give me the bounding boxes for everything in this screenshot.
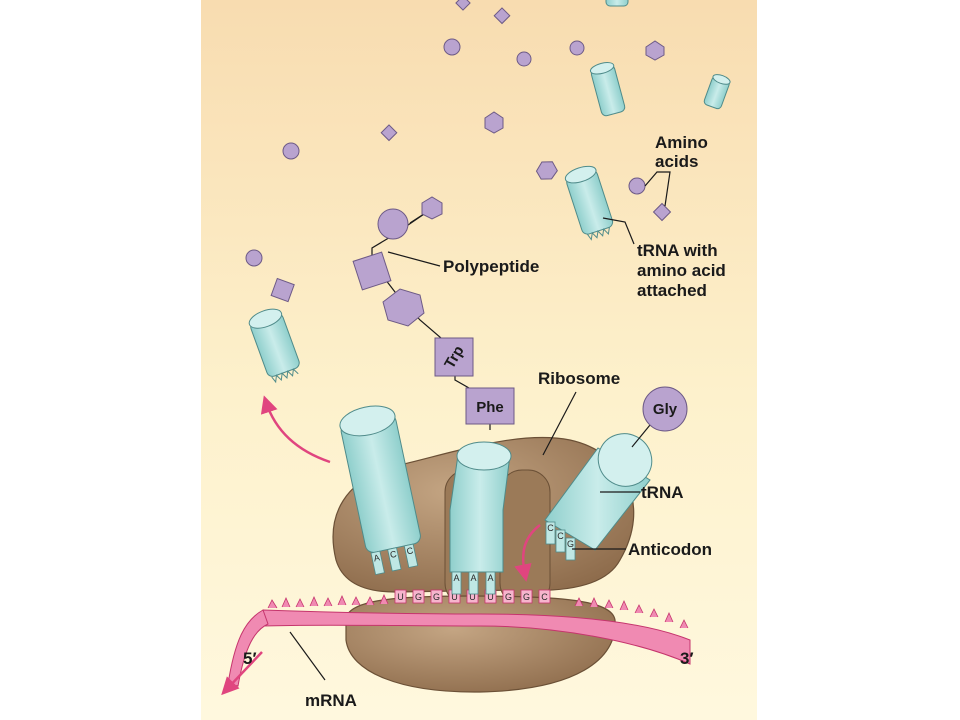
free-amino-acids xyxy=(245,0,672,267)
ribosome-label: Ribosome xyxy=(538,369,620,388)
anticodon-base xyxy=(403,543,419,568)
incoming-trna: CCG Gly xyxy=(544,386,688,561)
amino-acid-hexagon xyxy=(535,161,558,180)
three-prime-label: 3′ xyxy=(680,649,694,668)
trna-top-edge xyxy=(605,0,629,7)
anticodon-base-letter: G xyxy=(567,539,574,549)
amino-acids-label-line1: Amino xyxy=(655,133,708,152)
codon-base-letter: U xyxy=(487,592,494,602)
anticodon-base xyxy=(370,550,385,576)
amino-acid-hexagon xyxy=(645,40,665,61)
anticodon-base xyxy=(545,521,556,545)
release-arrow xyxy=(260,395,331,464)
anticodon-base-letter: A xyxy=(487,573,493,583)
codon-base-letter: U xyxy=(397,592,404,602)
amino-acid-circle xyxy=(443,38,461,56)
trna-label: tRNA xyxy=(641,483,684,502)
polypeptide-chain: Trp Phe xyxy=(352,196,515,430)
gly-label: Gly xyxy=(653,401,678,418)
codon-base-letter: G xyxy=(523,592,530,602)
five-prime-label: 5′ xyxy=(243,649,257,668)
amino-acid-circle xyxy=(377,208,409,240)
anticodon-base xyxy=(387,547,402,572)
codon-base-letter: G xyxy=(415,592,422,602)
trna-with-pointer xyxy=(602,217,635,245)
amino-acid-square xyxy=(270,277,295,303)
polypeptide-pointer xyxy=(387,251,441,267)
trna-with-label-line3: attached xyxy=(637,281,707,300)
amino-acid-gly xyxy=(642,386,688,432)
anticodon-base-letter: C xyxy=(389,549,398,560)
trna-far-right xyxy=(703,74,731,110)
amino-acid-square xyxy=(493,7,511,25)
polypeptide-label: Polypeptide xyxy=(443,257,539,276)
ribosome-pointer xyxy=(542,391,577,456)
exiting-trna xyxy=(248,277,300,384)
codon-base xyxy=(430,589,443,604)
amino-acid-square xyxy=(352,251,392,291)
trna-top-right xyxy=(589,62,626,117)
amino-acid-square xyxy=(455,0,471,11)
codon-base-letter: G xyxy=(505,592,512,602)
amino-acid-square xyxy=(380,124,398,142)
amino-acid-hexagon xyxy=(382,288,425,327)
trna-with-amino-acid xyxy=(535,161,614,241)
codon-base-letter: C xyxy=(541,592,548,602)
codon-base-letter: G xyxy=(433,592,440,602)
codon-base-letter: U xyxy=(451,592,458,602)
anticodon-base-letter: C xyxy=(547,523,554,533)
codon-base-letter: U xyxy=(469,592,476,602)
codon-base xyxy=(520,589,533,604)
amino-acid-hexagon xyxy=(421,196,443,220)
trna-with-label-line2: amino acid xyxy=(637,261,726,280)
phe-label: Phe xyxy=(476,399,504,416)
amino-acid-hexagon xyxy=(484,111,504,134)
amino-acid-circle xyxy=(282,142,300,160)
anticodon-base-letter: A xyxy=(470,573,476,583)
amino-acid-trp xyxy=(434,337,474,377)
mrna-direction-arrow xyxy=(221,651,263,696)
anticodon-base-letter: C xyxy=(406,545,415,556)
amino-acids-label-line2: acids xyxy=(655,152,698,171)
trna-with-label-line1: tRNA with xyxy=(637,241,718,260)
codon-base xyxy=(412,589,425,604)
mrna-ribbon xyxy=(262,609,691,665)
labels: Amino acids tRNA with amino acid attache… xyxy=(243,133,726,710)
a-site-slot xyxy=(499,469,551,606)
amino-acid-circle xyxy=(628,177,646,195)
codon-base xyxy=(502,589,515,604)
incoming-anticodon: CCG xyxy=(545,521,576,561)
anticodon-base xyxy=(555,529,566,553)
gly-link xyxy=(631,424,651,448)
anticodon-base xyxy=(451,571,462,595)
anticodon-base-letter: A xyxy=(373,552,381,563)
amino-acid-phe xyxy=(465,387,515,425)
anticodon-base xyxy=(485,571,496,595)
codon-base xyxy=(394,589,407,604)
amino-acid-circle xyxy=(245,249,263,267)
mrna-pointer xyxy=(289,631,326,681)
codon-base xyxy=(538,589,551,604)
amino-acid-square xyxy=(652,202,672,222)
anticodon-base xyxy=(468,571,479,595)
amino-acids-pointer xyxy=(644,171,671,207)
incoming-arrow xyxy=(514,524,541,582)
anticodon-base-letter: C xyxy=(557,531,564,541)
mrna-label: mRNA xyxy=(305,691,357,710)
amino-acid-circle xyxy=(569,40,585,56)
amino-acid-circle xyxy=(516,51,532,67)
mrna-bases xyxy=(267,594,689,629)
anticodon-base-letter: A xyxy=(453,573,459,583)
anticodon-label: Anticodon xyxy=(628,540,712,559)
